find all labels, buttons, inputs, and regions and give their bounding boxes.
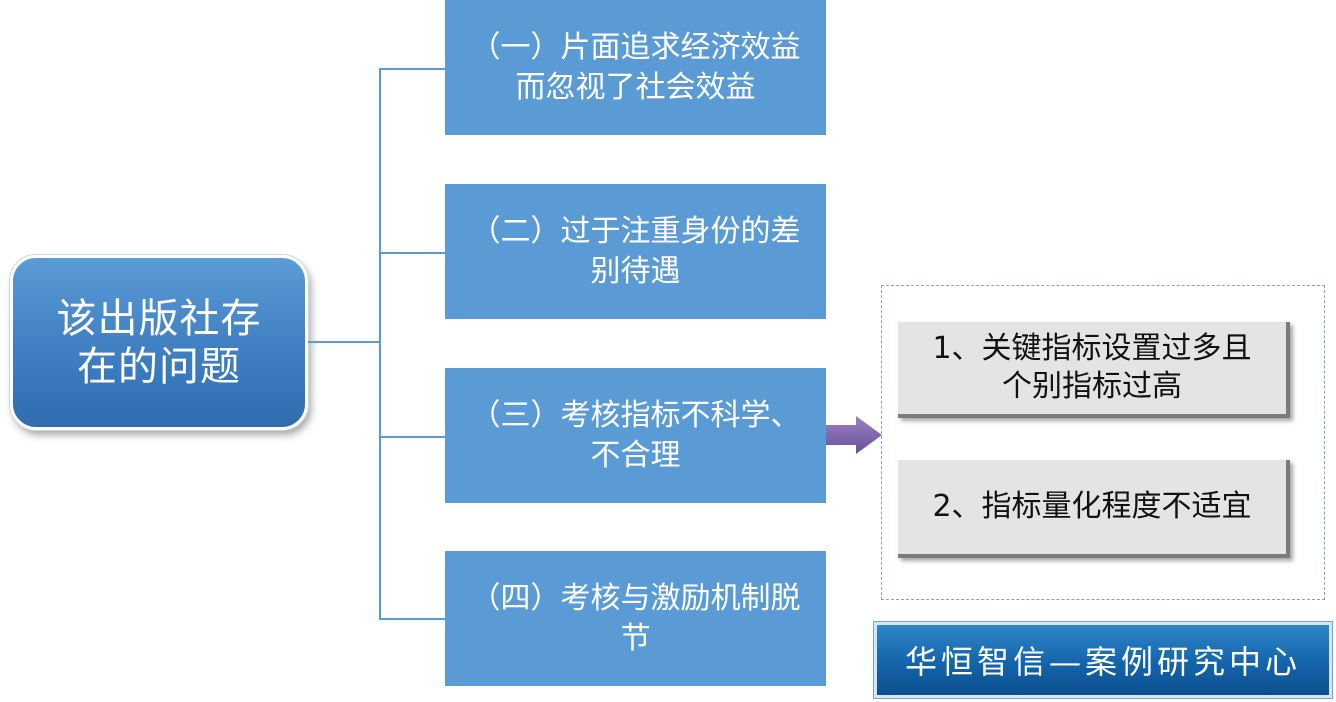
root-label: 该出版社存在的问题 — [56, 295, 262, 390]
branch-box-1: （一）片面追求经济效益而忽视了社会效益 — [445, 0, 826, 135]
branch-label-3: （三）考核指标不科学、不合理 — [470, 397, 801, 473]
detail-box-1: 1、关键指标设置过多且个别指标过高 — [898, 322, 1290, 418]
detail-label-1: 1、关键指标设置过多且个别指标过高 — [932, 331, 1252, 404]
brand-banner: 华恒智信—案例研究中心 — [873, 621, 1333, 699]
brand-label: 华恒智信—案例研究中心 — [904, 643, 1301, 681]
detail-group-frame — [881, 285, 1325, 600]
connector-branch-2 — [379, 252, 445, 254]
branch-label-1: （一）片面追求经济效益而忽视了社会效益 — [470, 29, 801, 105]
branch-box-3: （三）考核指标不科学、不合理 — [445, 368, 826, 503]
connector-branch-3 — [379, 436, 445, 438]
root-node: 该出版社存在的问题 — [10, 255, 308, 430]
branch-box-4: （四）考核与激励机制脱节 — [445, 551, 826, 686]
right-arrow-icon — [826, 416, 882, 454]
branch-box-2: （二）过于注重身份的差别待遇 — [445, 184, 826, 319]
connector-vertical-trunk — [379, 68, 381, 619]
connector-branch-4 — [379, 618, 445, 620]
connector-branch-1 — [379, 68, 445, 70]
detail-box-2: 2、指标量化程度不适宜 — [898, 460, 1290, 558]
branch-label-2: （二）过于注重身份的差别待遇 — [470, 213, 801, 289]
connector-root-stem — [308, 341, 380, 343]
branch-label-4: （四）考核与激励机制脱节 — [470, 580, 801, 656]
detail-label-2: 2、指标量化程度不适宜 — [932, 489, 1252, 524]
